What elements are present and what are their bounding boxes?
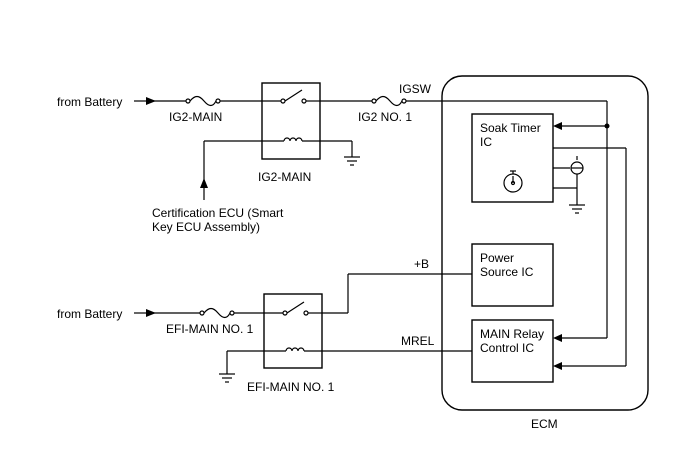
relay-ig2-main-box <box>261 82 321 160</box>
label-battery-top: from Battery <box>57 95 122 109</box>
soak-timer-ic-box <box>471 113 554 203</box>
main-relay-control-ic-box <box>471 319 554 383</box>
ground-efi-icon <box>219 373 235 383</box>
label-soak-line2: IC <box>480 135 492 149</box>
label-fuse-ig2-no1: IG2 NO. 1 <box>358 110 412 124</box>
power-source-ic-box <box>471 243 554 307</box>
label-fuse-efi-main: EFI-MAIN NO. 1 <box>166 322 254 336</box>
label-signal-igsw: IGSW <box>399 82 432 96</box>
fuse-ig2-main-icon <box>185 95 221 107</box>
label-soak-line1: Soak Timer <box>480 121 541 135</box>
label-fuse-ig2-main: IG2-MAIN <box>169 110 222 124</box>
label-power-line2: Source IC <box>480 265 534 279</box>
coil-ig2-icon <box>262 137 320 142</box>
arrow-cert-ecu <box>200 178 208 188</box>
arrow-mainrelay-in-top <box>553 334 562 342</box>
relay-efi-main-box <box>263 293 323 369</box>
label-ecm: ECM <box>531 417 558 431</box>
ground-ig2-icon <box>344 156 360 166</box>
label-signal-plus-b: +B <box>414 257 429 271</box>
arrow-soak-in <box>553 122 562 130</box>
label-relay-efi-main: EFI-MAIN NO. 1 <box>247 380 335 394</box>
relay-ig2-switch <box>284 89 303 102</box>
label-cert-line2: Key ECU Assembly) <box>152 220 260 234</box>
label-signal-mrel: MREL <box>401 334 435 348</box>
relay-efi-switch <box>286 301 305 314</box>
label-relay-ig2-main: IG2-MAIN <box>258 170 311 184</box>
ground-soak-icon <box>569 204 585 214</box>
timer-clock-icon <box>503 170 523 193</box>
label-mainrelay-line2: Control IC <box>480 341 534 355</box>
arrow-mainrelay-in-bottom <box>553 362 562 370</box>
fuse-efi-main-icon <box>199 307 235 319</box>
label-cert-line1: Certification ECU (Smart <box>152 206 284 220</box>
coil-efi-icon <box>264 347 322 352</box>
fuse-ig2-no1-icon <box>371 95 407 107</box>
label-battery-bottom: from Battery <box>57 307 122 321</box>
label-mainrelay-line1: MAIN Relay <box>480 327 544 341</box>
label-power-line1: Power <box>480 251 514 265</box>
